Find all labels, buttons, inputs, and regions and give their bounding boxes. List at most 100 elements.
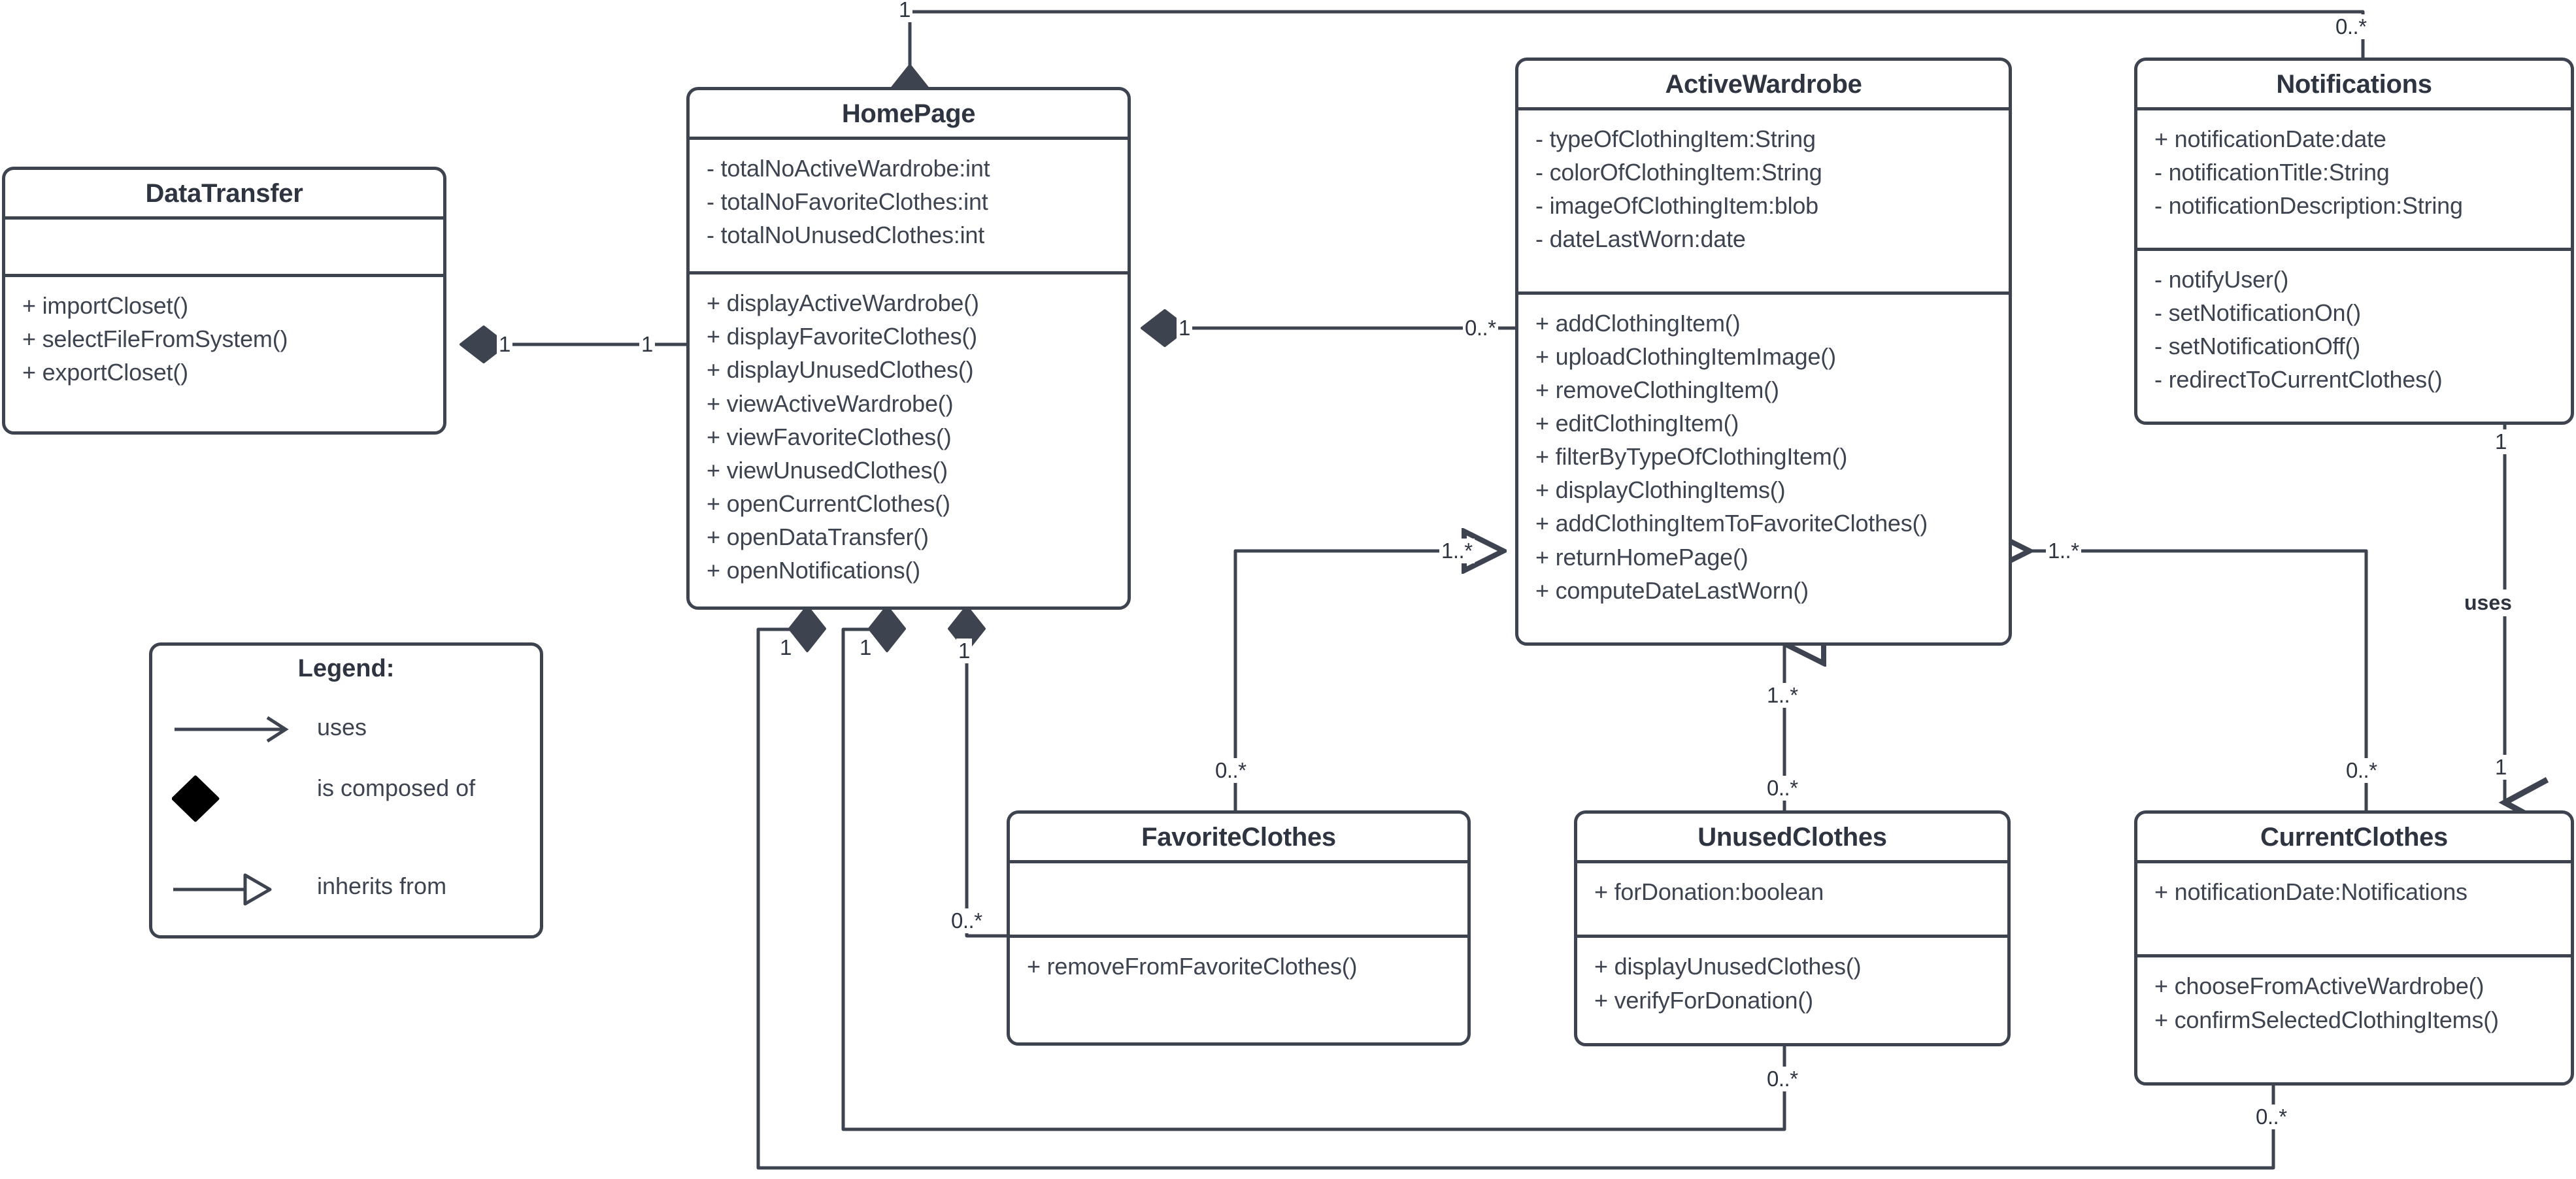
- class-divider: [690, 137, 1128, 140]
- class-member: + openDataTransfer(): [707, 523, 929, 550]
- legend-panel: Legend: uses is composed of: [149, 642, 543, 938]
- class-member: - typeOfClothingItem:String: [1535, 125, 1816, 152]
- multiplicity-homepage-comp-c: 1: [956, 639, 972, 663]
- class-divider: [2137, 247, 2571, 251]
- class-member: + displayUnusedClothes(): [1594, 953, 1862, 980]
- arrow-open-icon: [172, 712, 290, 750]
- multiplicity-currentclothes-top: 0..*: [2344, 758, 2379, 783]
- multiplicity-datatransfer-src: 1: [497, 332, 512, 357]
- class-divider: [690, 271, 1128, 275]
- attributes-compartment-datatransfer: [5, 220, 443, 274]
- class-divider: [2137, 860, 2571, 863]
- class-member: + filterByTypeOfClothingItem(): [1535, 443, 1848, 471]
- class-member: - redirectToCurrentClothes(): [2154, 366, 2443, 393]
- class-member: - setNotificationOff(): [2154, 333, 2361, 360]
- multiplicity-homepage-notifications-src: 1: [897, 0, 912, 22]
- multiplicity-homepage-notifications-dst: 0..*: [2333, 14, 2369, 39]
- class-box-datatransfer[interactable]: DataTransfer + importCloset() + selectFi…: [2, 167, 446, 435]
- class-member: + exportCloset(): [22, 359, 188, 386]
- class-title-activewardrobe: ActiveWardrobe: [1665, 70, 1862, 99]
- class-member: - colorOfClothingItem:String: [1535, 159, 1822, 186]
- class-divider: [1518, 107, 2009, 110]
- multiplicity-favoriteclothes-inherit: 1..*: [1439, 539, 1475, 563]
- class-member: + viewFavoriteClothes(): [707, 423, 952, 450]
- filled-diamond-icon: [171, 773, 290, 827]
- class-title-currentclothes: CurrentClothes: [2260, 823, 2448, 852]
- methods-compartment-currentclothes: + chooseFromActiveWardrobe() + confirmSe…: [2137, 957, 2571, 1082]
- attributes-compartment-activewardrobe: - typeOfClothingItem:String - colorOfClo…: [1518, 110, 2009, 291]
- class-member: + forDonation:boolean: [1594, 878, 1824, 905]
- class-box-favoriteclothes[interactable]: FavoriteClothes + removeFromFavoriteClot…: [1007, 810, 1471, 1046]
- multiplicity-datatransfer-dst: 1: [639, 332, 655, 357]
- class-member: - notificationTitle:String: [2154, 159, 2390, 186]
- methods-compartment-homepage: + displayActiveWardrobe() + displayFavor…: [690, 274, 1128, 606]
- class-box-homepage[interactable]: HomePage - totalNoActiveWardrobe:int - t…: [686, 87, 1131, 610]
- class-member: + notificationDate:date: [2154, 125, 2386, 152]
- legend-row-uses: uses: [172, 712, 528, 750]
- class-member: + uploadClothingItemImage(): [1535, 342, 1836, 370]
- multiplicity-homepage-activewardrobe-src: 1: [1177, 316, 1192, 340]
- class-member: + chooseFromActiveWardrobe(): [2154, 972, 2484, 1000]
- class-member: + addClothingItem(): [1535, 309, 1741, 337]
- multiplicity-unusedclothes-bottom: 0..*: [1765, 1067, 1800, 1091]
- class-member: + notificationDate:Notifications: [2154, 878, 2467, 905]
- class-box-activewardrobe[interactable]: ActiveWardrobe - typeOfClothingItem:Stri…: [1515, 58, 2012, 646]
- class-divider: [1518, 291, 2009, 295]
- class-member: - notificationDescription:String: [2154, 192, 2463, 220]
- class-title-favoriteclothes: FavoriteClothes: [1141, 823, 1336, 852]
- attributes-compartment-unusedclothes: + forDonation:boolean: [1577, 863, 2007, 935]
- edge-label-uses: uses: [2462, 590, 2515, 616]
- class-member: + computeDateLastWorn(): [1535, 576, 1809, 604]
- methods-compartment-favoriteclothes: + removeFromFavoriteClothes(): [1010, 938, 1467, 1042]
- class-title-notifications: Notifications: [2276, 70, 2432, 99]
- multiplicity-homepage-comp-b: 1: [858, 635, 873, 660]
- class-title-homepage: HomePage: [841, 99, 976, 128]
- class-member: - imageOfClothingItem:blob: [1535, 192, 1819, 220]
- class-divider: [5, 216, 443, 220]
- methods-compartment-datatransfer: + importCloset() + selectFileFromSystem(…: [5, 277, 443, 431]
- class-divider: [1010, 934, 1467, 938]
- multiplicity-notifications-uses-dst: 1: [2493, 755, 2509, 780]
- class-member: + removeClothingItem(): [1535, 376, 1779, 403]
- legend-label-composition: is composed of: [317, 774, 476, 801]
- class-divider: [2137, 954, 2571, 958]
- class-member: - totalNoActiveWardrobe:int: [707, 155, 990, 182]
- methods-compartment-activewardrobe: + addClothingItem() + uploadClothingItem…: [1518, 295, 2009, 642]
- class-member: + displayUnusedClothes(): [707, 356, 974, 384]
- multiplicity-currentclothes-inherit: 1..*: [2046, 539, 2081, 563]
- class-box-currentclothes[interactable]: CurrentClothes + notificationDate:Notifi…: [2134, 810, 2574, 1086]
- class-member: + importCloset(): [22, 291, 188, 319]
- legend-label-uses: uses: [317, 714, 367, 740]
- class-member: + openCurrentClothes(): [707, 490, 950, 517]
- class-title-datatransfer: DataTransfer: [145, 179, 303, 208]
- class-member: - totalNoUnusedClothes:int: [707, 222, 985, 249]
- attributes-compartment-favoriteclothes: [1010, 863, 1467, 935]
- class-member: - dateLastWorn:date: [1535, 225, 1746, 253]
- class-member: + selectFileFromSystem(): [22, 325, 288, 352]
- class-member: - setNotificationOn(): [2154, 299, 2361, 327]
- class-title-unusedclothes: UnusedClothes: [1698, 823, 1887, 852]
- multiplicity-unusedclothes-inherit-top: 1..*: [1765, 683, 1800, 708]
- class-divider: [5, 273, 443, 277]
- class-member: - notifyUser(): [2154, 265, 2289, 293]
- multiplicity-currentclothes-bottom: 0..*: [2254, 1104, 2289, 1129]
- class-member: + verifyForDonation(): [1594, 986, 1813, 1014]
- class-member: + addClothingItemToFavoriteClothes(): [1535, 510, 1928, 537]
- legend-row-inheritance: inherits from: [172, 871, 528, 911]
- class-member: + viewUnusedClothes(): [707, 456, 948, 484]
- class-divider: [1577, 935, 2007, 938]
- hollow-triangle-icon: [172, 871, 290, 911]
- methods-compartment-notifications: - notifyUser() - setNotificationOn() - s…: [2137, 251, 2571, 422]
- legend-label-inheritance: inherits from: [317, 872, 447, 899]
- class-member: - totalNoFavoriteClothes:int: [707, 188, 988, 216]
- class-member: + openNotifications(): [707, 557, 920, 584]
- class-member: + editClothingItem(): [1535, 410, 1739, 437]
- class-box-notifications[interactable]: Notifications + notificationDate:date - …: [2134, 58, 2574, 425]
- multiplicity-favoriteclothes-left: 0..*: [949, 908, 984, 933]
- class-member: + displayActiveWardrobe(): [707, 290, 979, 317]
- attributes-compartment-homepage: - totalNoActiveWardrobe:int - totalNoFav…: [690, 140, 1128, 271]
- legend-row-composition: is composed of: [171, 773, 528, 827]
- class-box-unusedclothes[interactable]: UnusedClothes + forDonation:boolean + di…: [1574, 810, 2011, 1046]
- multiplicity-favoriteclothes-top: 0..*: [1213, 758, 1248, 783]
- attributes-compartment-notifications: + notificationDate:date - notificationTi…: [2137, 110, 2571, 248]
